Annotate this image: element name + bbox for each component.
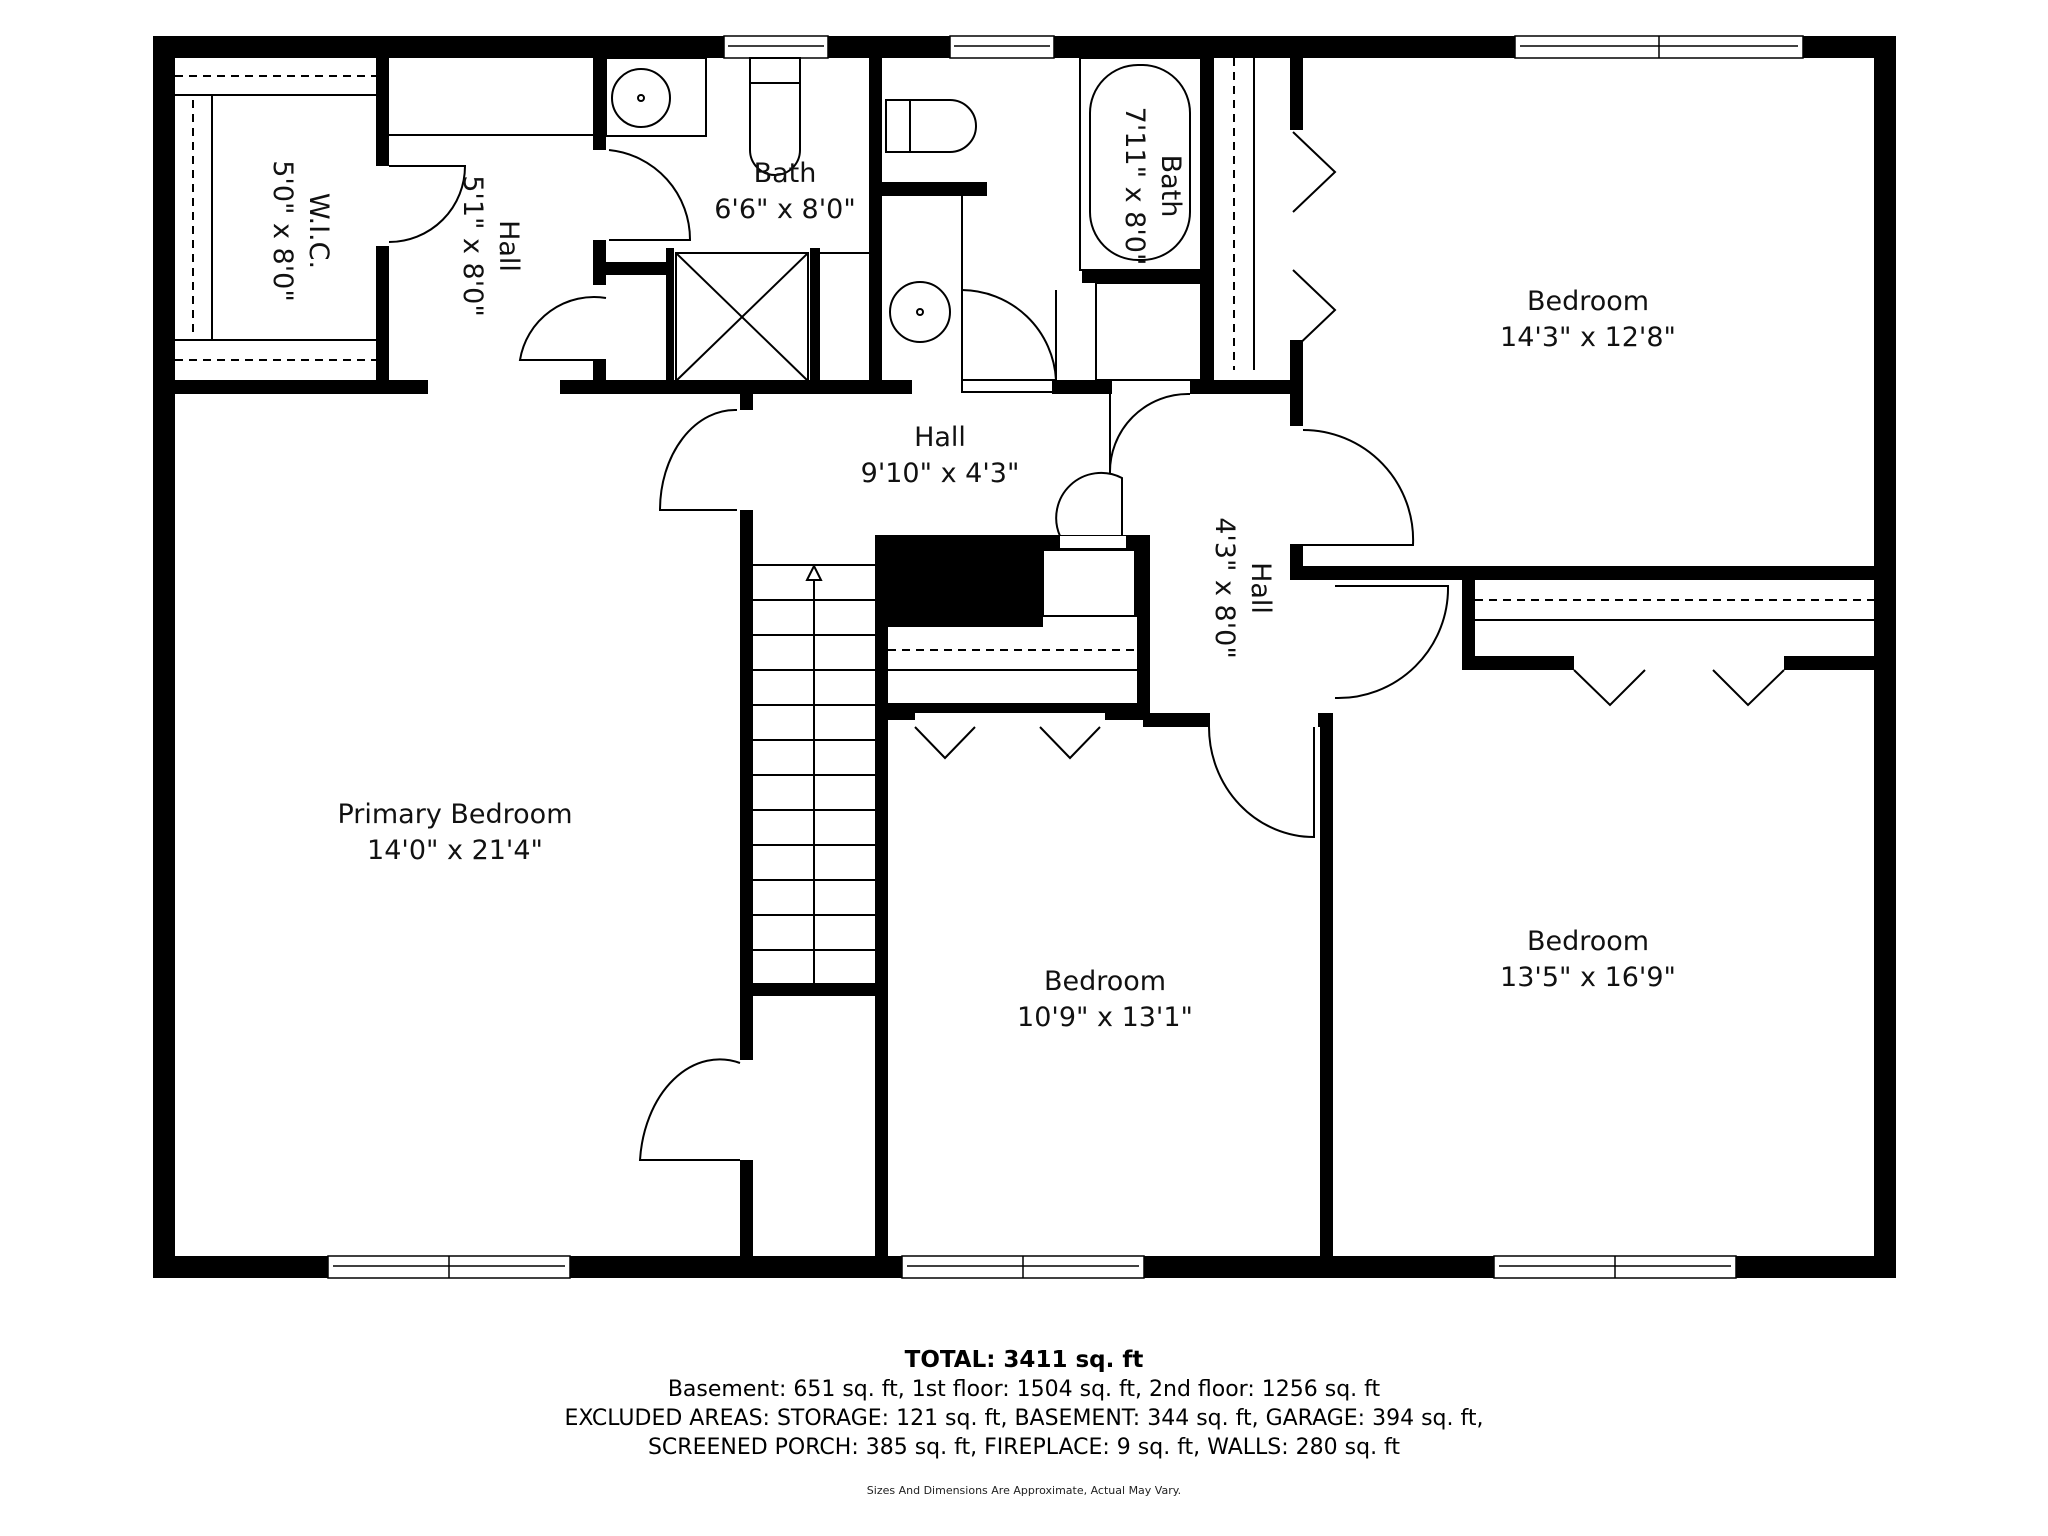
floor-areas: Basement: 651 sq. ft, 1st floor: 1504 sq…	[667, 1377, 1381, 1402]
room-dimensions: 5'0" x 8'0"	[267, 160, 298, 302]
room-name: Hall	[493, 220, 524, 272]
room-label-bedroom-se: Bedroom 13'5" x 16'9"	[1488, 924, 1688, 996]
room-name: Bedroom	[1526, 926, 1650, 957]
room-label-bedroom-ne: Bedroom 14'3" x 12'8"	[1488, 284, 1688, 356]
room-name: Hall	[914, 422, 966, 453]
room-dimensions: 10'9" x 13'1"	[1017, 1002, 1193, 1033]
floor-plan	[153, 35, 1896, 1279]
excluded-areas-line-2: SCREENED PORCH: 385 sq. ft, FIREPLACE: 9…	[647, 1435, 1401, 1460]
room-label-hall-center: Hall 9'10" x 4'3"	[840, 420, 1040, 492]
room-dimensions: 14'3" x 12'8"	[1500, 322, 1676, 353]
area-summary: TOTAL: 3411 sq. ft Basement: 651 sq. ft,…	[0, 1345, 2048, 1497]
room-name: W.I.C.	[303, 192, 334, 270]
room-dimensions: 9'10" x 4'3"	[860, 458, 1020, 489]
room-dimensions: 14'0" x 21'4"	[367, 835, 543, 866]
room-dimensions: 7'11" x 8'0"	[1119, 106, 1150, 266]
room-label-bath-2: Bath 7'11" x 8'0"	[1116, 96, 1188, 276]
room-label-primary-bedroom: Primary Bedroom 14'0" x 21'4"	[305, 797, 605, 869]
room-label-bedroom-center: Bedroom 10'9" x 13'1"	[1005, 964, 1205, 1036]
room-label-bath-1: Bath 6'6" x 8'0"	[700, 156, 870, 228]
excluded-areas-line-1: EXCLUDED AREAS: STORAGE: 121 sq. ft, BAS…	[564, 1406, 1484, 1431]
room-name: Bedroom	[1526, 286, 1650, 317]
room-name: Hall	[1245, 562, 1276, 614]
fixtures	[175, 57, 1874, 1161]
room-label-wic: W.I.C. 5'0" x 8'0"	[264, 156, 336, 306]
room-dimensions: 6'6" x 8'0"	[714, 194, 856, 225]
disclaimer: Sizes And Dimensions Are Approximate, Ac…	[866, 1484, 1182, 1497]
room-name: Bath	[1155, 154, 1186, 218]
room-label-hall-vertical: Hall 4'3" x 8'0"	[1206, 508, 1278, 668]
windows	[327, 35, 1804, 1279]
room-label-hall-upper: Hall 5'1" x 8'0"	[454, 171, 526, 321]
room-dimensions: 4'3" x 8'0"	[1209, 517, 1240, 659]
room-dimensions: 13'5" x 16'9"	[1500, 962, 1676, 993]
room-name: Bath	[753, 158, 817, 189]
total-area: TOTAL: 3411 sq. ft	[904, 1347, 1144, 1373]
room-dimensions: 5'1" x 8'0"	[457, 175, 488, 317]
door-openings	[373, 130, 1784, 1160]
room-name: Bedroom	[1043, 966, 1167, 997]
room-name: Primary Bedroom	[337, 799, 573, 830]
